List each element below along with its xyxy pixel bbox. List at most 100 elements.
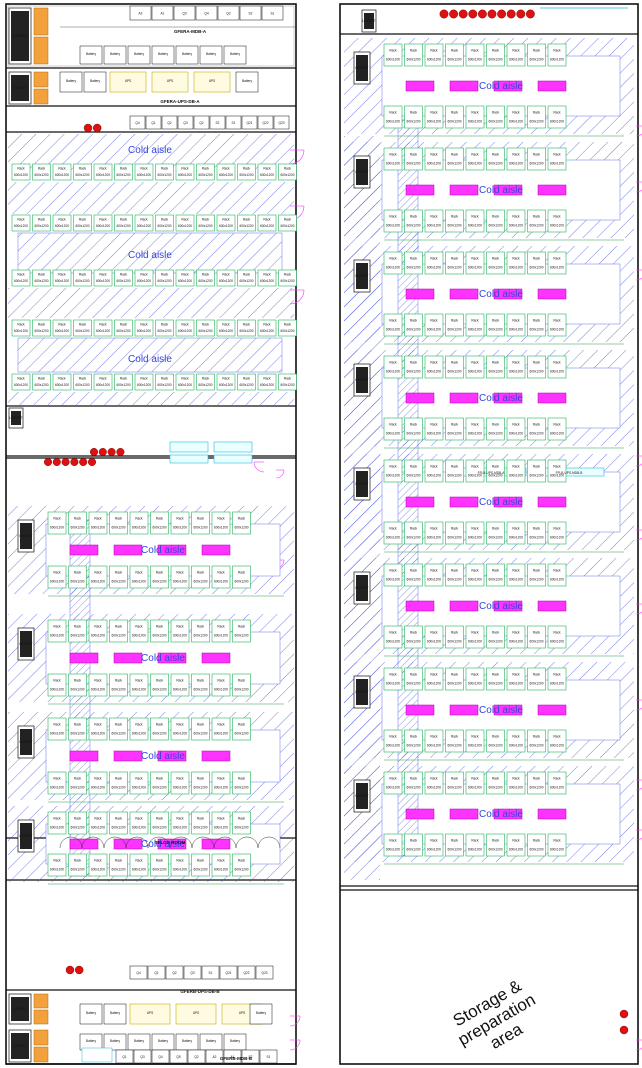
door-arc xyxy=(635,837,642,841)
rack-dims: 600x1200 xyxy=(427,266,441,270)
rack-outline xyxy=(465,563,485,587)
rack-outline xyxy=(109,565,128,589)
rack-dims: 600x1200 xyxy=(427,786,441,790)
containment-bar xyxy=(157,652,187,664)
rack-dims: 600x1200 xyxy=(91,688,105,692)
rack-dims: 600x1200 xyxy=(152,634,166,638)
ups-label: UPS xyxy=(193,1011,200,1015)
rack-dims: 600x1200 xyxy=(427,58,441,62)
rack-label: Rack xyxy=(430,361,438,365)
rack-label: Rack xyxy=(94,679,102,683)
battery-label: Battery xyxy=(86,1039,97,1043)
rack-outline xyxy=(424,833,444,857)
rack-outline xyxy=(404,355,423,379)
rack-outline xyxy=(424,313,444,337)
rack-dims: 600x1200 xyxy=(111,634,125,638)
door-swing xyxy=(635,269,642,281)
rack-label: Rack xyxy=(389,257,397,261)
rack-dims: 600x1200 xyxy=(96,224,110,228)
rack-dims: 600x1200 xyxy=(509,848,523,852)
liebert-fill xyxy=(356,471,368,497)
liebert-unit: LIEBERT xyxy=(17,819,35,853)
rack-dims: 600x1200 xyxy=(406,370,420,374)
battery-label: Battery xyxy=(256,1011,267,1015)
rack-outline xyxy=(278,214,297,232)
containment-bar xyxy=(69,750,99,762)
rack-outline xyxy=(88,717,108,741)
rack-dims: 600x1200 xyxy=(75,224,89,228)
rack-dims: 600x1200 xyxy=(219,383,233,387)
rack-label: Rack xyxy=(17,167,25,171)
rack-dims: 600x1200 xyxy=(96,173,110,177)
rack-outline xyxy=(527,625,546,649)
rack-dims: 600x1200 xyxy=(509,640,523,644)
rack-outline xyxy=(170,511,190,535)
rack-dims: 600x1200 xyxy=(70,826,84,830)
rack-outline xyxy=(445,459,464,483)
rack-outline xyxy=(547,833,567,857)
rack-label: Rack xyxy=(197,679,205,683)
rack-outline xyxy=(506,729,526,753)
rack-label: Rack xyxy=(217,679,225,683)
rack-outline xyxy=(93,319,113,337)
rack-outline xyxy=(424,563,444,587)
rack-label: Rack xyxy=(238,777,246,781)
rack-outline xyxy=(175,163,195,181)
rack-label: Rack xyxy=(410,153,418,157)
rack-dims: 600x1200 xyxy=(239,173,253,177)
rack-dims: 600x1200 xyxy=(193,580,207,584)
battery-cabinet xyxy=(249,1003,273,1025)
liebert-unit: LIEBERT xyxy=(17,725,35,759)
rack-dims: 600x1200 xyxy=(406,640,420,644)
rack-dims: 600x1200 xyxy=(234,786,248,790)
rack-label: Rack xyxy=(53,817,61,821)
rack-label: Rack xyxy=(471,735,479,739)
rack-label: Rack xyxy=(74,571,82,575)
rack-label: Rack xyxy=(553,423,561,427)
rack-outline xyxy=(278,319,297,337)
rack-outline xyxy=(486,771,505,795)
rack-dims: 600x1200 xyxy=(488,474,502,478)
breaker-box xyxy=(219,965,238,980)
rack-dims: 600x1200 xyxy=(173,826,187,830)
rack-outline xyxy=(547,251,567,275)
rack-outline xyxy=(547,209,567,233)
rack-outline xyxy=(527,833,546,857)
rack-outline xyxy=(424,417,444,441)
rack-dims: 600x1200 xyxy=(468,744,482,748)
rack-outline xyxy=(47,511,67,535)
rack-outline xyxy=(93,163,113,181)
rack-label: Rack xyxy=(238,571,246,575)
rack-dims: 600x1200 xyxy=(50,826,64,830)
rack-outline xyxy=(506,459,526,483)
rack-dims: 600x1200 xyxy=(447,120,461,124)
rack-label: Rack xyxy=(430,319,438,323)
door-arc xyxy=(635,707,642,711)
rack-dims: 600x1200 xyxy=(239,224,253,228)
rack-label: Rack xyxy=(512,49,520,53)
rack-outline xyxy=(52,269,72,287)
rack-dims: 600x1200 xyxy=(509,432,523,436)
rack-outline xyxy=(404,147,423,171)
